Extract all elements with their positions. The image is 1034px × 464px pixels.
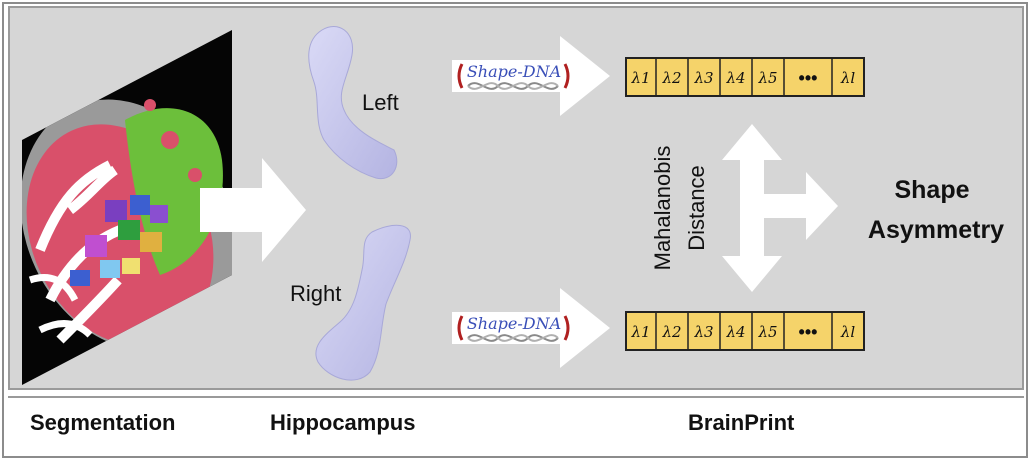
mahalanobis-double-arrow — [722, 124, 782, 292]
right-hippocampus-shape — [315, 224, 411, 381]
eigenvalue-ellipsis: ••• — [799, 68, 818, 88]
segmentation-label: Segmentation — [30, 410, 176, 435]
eigenvalue-vector-bottom: λ1 λ2 λ3 λ4 λ5 ••• λl — [625, 311, 865, 351]
eigenvalue-cell: λ3 — [693, 323, 713, 341]
distance-label: Distance — [684, 165, 709, 251]
eigenvalue-cell: λl — [840, 323, 856, 341]
brain-segmentation-image — [22, 30, 232, 385]
hippocampus-label: Hippocampus — [270, 410, 416, 435]
eigenvalue-cell: λl — [840, 69, 856, 87]
eigenvalue-ellipsis: ••• — [799, 322, 818, 342]
eigenvalue-vector-top: λ1 λ2 λ3 λ4 λ5 ••• λl — [625, 57, 865, 97]
eigenvalue-cell: λ4 — [725, 69, 745, 87]
eigenvalue-cell: λ1 — [630, 69, 650, 87]
shape-dna-label-bottom: Shape-DNA — [467, 314, 561, 333]
left-label: Left — [362, 90, 399, 115]
shape-dna-arrow-bottom: Shape-DNA — [452, 288, 610, 368]
eigenvalue-cell: λ3 — [693, 69, 713, 87]
right-label: Right — [290, 281, 341, 306]
eigenvalue-cell: λ5 — [757, 323, 777, 341]
eigenvalue-cell: λ2 — [661, 323, 681, 341]
segmentation-to-hippocampus-arrow — [200, 158, 306, 262]
eigenvalue-cell: λ5 — [757, 69, 777, 87]
to-asymmetry-arrow — [764, 172, 838, 240]
eigenvalue-cell: λ1 — [630, 323, 650, 341]
shape-dna-arrow-top: Shape-DNA — [452, 36, 610, 116]
mahalanobis-label: Mahalanobis — [650, 146, 675, 271]
left-hippocampus-shape — [308, 25, 398, 180]
asymmetry-label: Asymmetry — [868, 216, 1004, 244]
footer-bar — [8, 396, 1024, 456]
brainprint-label: BrainPrint — [688, 410, 795, 435]
eigenvalue-cell: λ2 — [661, 69, 681, 87]
shape-label: Shape — [894, 176, 969, 204]
shape-dna-label-top: Shape-DNA — [467, 62, 561, 81]
eigenvalue-cell: λ4 — [725, 323, 745, 341]
